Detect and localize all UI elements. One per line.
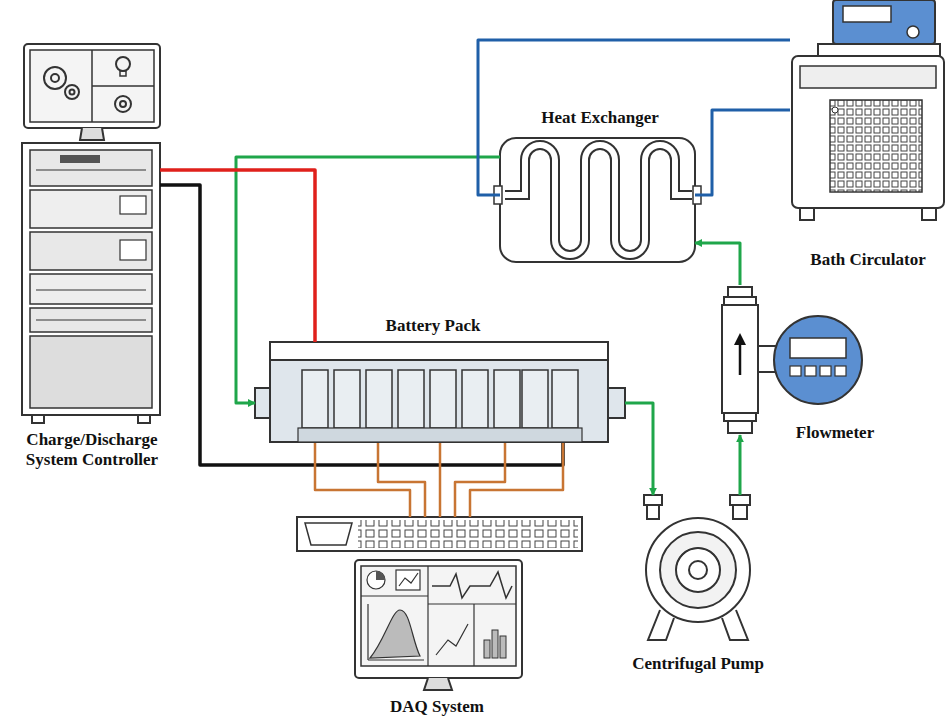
equipment-label: Heat Exchanger bbox=[541, 108, 659, 128]
pipe-or-wire bbox=[625, 403, 653, 495]
pipe-or-wire bbox=[160, 185, 563, 465]
pipe-or-wire bbox=[455, 443, 505, 517]
centrifugal-pump bbox=[644, 495, 750, 640]
pipe-or-wire bbox=[439, 443, 442, 517]
pipe-or-wire bbox=[160, 170, 315, 342]
controller-rack bbox=[22, 143, 160, 423]
pipe-or-wire bbox=[378, 443, 425, 517]
heat-exchanger bbox=[494, 138, 701, 262]
equipment-node: Flowmeter bbox=[718, 285, 866, 435]
equipment-node: Battery Pack bbox=[255, 342, 625, 443]
flowmeter bbox=[722, 287, 862, 433]
pipe-or-wire bbox=[236, 157, 500, 403]
pipe-or-wire bbox=[739, 435, 742, 495]
pipe-or-wire bbox=[470, 443, 563, 517]
pipe-or-wire bbox=[478, 40, 790, 195]
pipe-or-wire bbox=[695, 110, 790, 195]
equipment-label: Battery Pack bbox=[386, 316, 481, 336]
equipment-node: Charge/Discharge System Controller bbox=[22, 44, 160, 422]
bath-circulator bbox=[792, 0, 944, 220]
battery-pack bbox=[255, 342, 625, 442]
equipment-label: DAQ System bbox=[390, 697, 484, 717]
controller-monitor bbox=[24, 44, 160, 140]
equipment-node: DAQ System bbox=[297, 517, 582, 691]
pipe-or-wire bbox=[695, 243, 740, 285]
daq-terminal-block bbox=[297, 517, 582, 551]
pipe-or-wire bbox=[315, 443, 410, 517]
equipment-node: Heat Exchanger bbox=[500, 138, 695, 262]
equipment-node: Centrifugal Pump bbox=[640, 495, 770, 643]
daq-monitor bbox=[355, 560, 522, 690]
equipment-label: Centrifugal Pump bbox=[632, 654, 764, 674]
equipment-label: Bath Circulator bbox=[810, 250, 925, 270]
equipment-label: Flowmeter bbox=[796, 423, 874, 443]
equipment-label: Charge/Discharge System Controller bbox=[6, 430, 178, 470]
equipment-node: Bath Circulator bbox=[790, 0, 945, 220]
